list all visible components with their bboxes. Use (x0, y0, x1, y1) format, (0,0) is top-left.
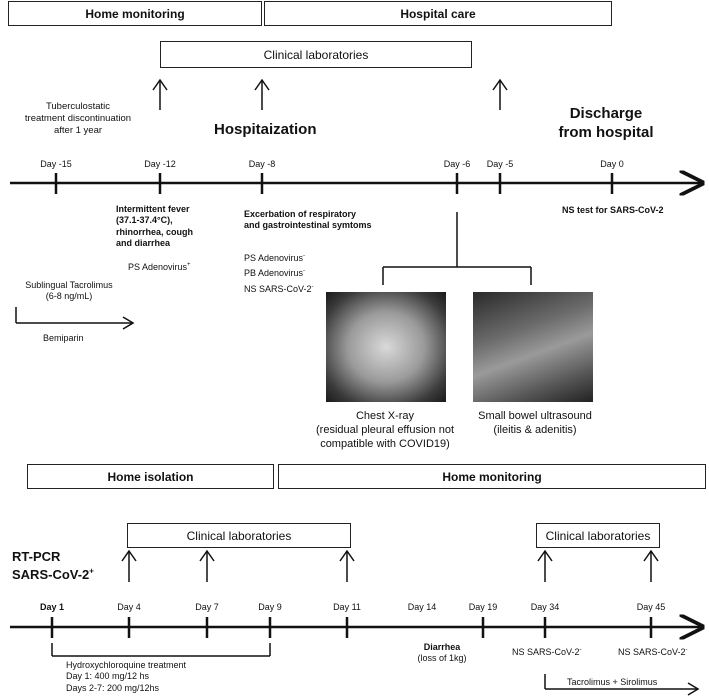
xray-caption: Chest X-ray (residual pleural effusion n… (316, 410, 454, 450)
day-label: Day 0 (600, 159, 624, 169)
day-label: Day -8 (248, 159, 276, 169)
day-label: Day -12 (144, 159, 176, 169)
day-label: Day -6 (443, 159, 471, 169)
day-label: Day 9 (258, 602, 282, 612)
tacro-siro-note: Tacrolimus + Sirolimus (567, 677, 658, 687)
tacrolimus-note: Sublingual Tacrolimus (6-8 ng/mL) (25, 280, 113, 302)
bowel-ultrasound-image (473, 292, 593, 402)
day-label: Day 4 (117, 602, 141, 612)
discharge-label: Discharge from hospital (558, 105, 654, 141)
home-monitoring-box-bottom: Home monitoring (278, 464, 706, 489)
ultrasound-caption: Small bowel ultrasound (ileitis & adenit… (478, 410, 592, 436)
clinical-labs-box-top: Clinical laboratories (160, 41, 472, 68)
hcq-note: Hydroxychloroquine treatment Day 1: 400 … (66, 660, 187, 693)
clinical-labs-box-bottom-1: Clinical laboratories (127, 523, 351, 548)
diarrhea-note: Diarrhea (loss of 1kg) (417, 642, 467, 664)
ps-adeno-negative: PS Adenovirus- (244, 253, 306, 263)
hospitalization-label: Hospitaization (214, 121, 317, 138)
ns-sars-day34: NS SARS-CoV-2- (512, 647, 582, 657)
clinical-labs-box-bottom-2: Clinical laboratories (536, 523, 660, 548)
rtpcr-label: RT-PCR SARS-CoV-2+ (12, 549, 94, 582)
ns-sars-negative: NS SARS-CoV-2- (244, 284, 314, 294)
day-label: Day 45 (636, 602, 666, 612)
ps-adeno-positive: PS Adenovirus+ (128, 262, 191, 272)
fever-note: Intermittent fever (37.1-37.4°C), rhinor… (116, 204, 194, 248)
ns-sars-day45: NS SARS-CoV-2- (618, 647, 688, 657)
day-label: Day -5 (486, 159, 514, 169)
day-label: Day 34 (530, 602, 560, 612)
day-label: Day -15 (40, 159, 72, 169)
home-monitoring-box: Home monitoring (8, 1, 262, 26)
day-label: Day 1 (39, 602, 65, 612)
day-label: Day 19 (468, 602, 498, 612)
tuberculostatic-note: Tuberculostatic treatment discontinuatio… (24, 101, 132, 136)
day-label: Day 14 (407, 602, 437, 612)
chest-xray-image (326, 292, 446, 402)
day-label: Day 11 (333, 602, 361, 612)
pb-adeno-negative: PB Adenovirus- (244, 268, 306, 278)
home-isolation-box: Home isolation (27, 464, 274, 489)
bemiparin-note: Bemiparin (43, 333, 84, 343)
exacerbation-note: Excerbation of respiratory and gastroint… (244, 209, 372, 231)
hospital-care-box: Hospital care (264, 1, 612, 26)
ns-test-note: NS test for SARS-CoV-2 (562, 205, 664, 215)
day-label: Day 7 (195, 602, 219, 612)
